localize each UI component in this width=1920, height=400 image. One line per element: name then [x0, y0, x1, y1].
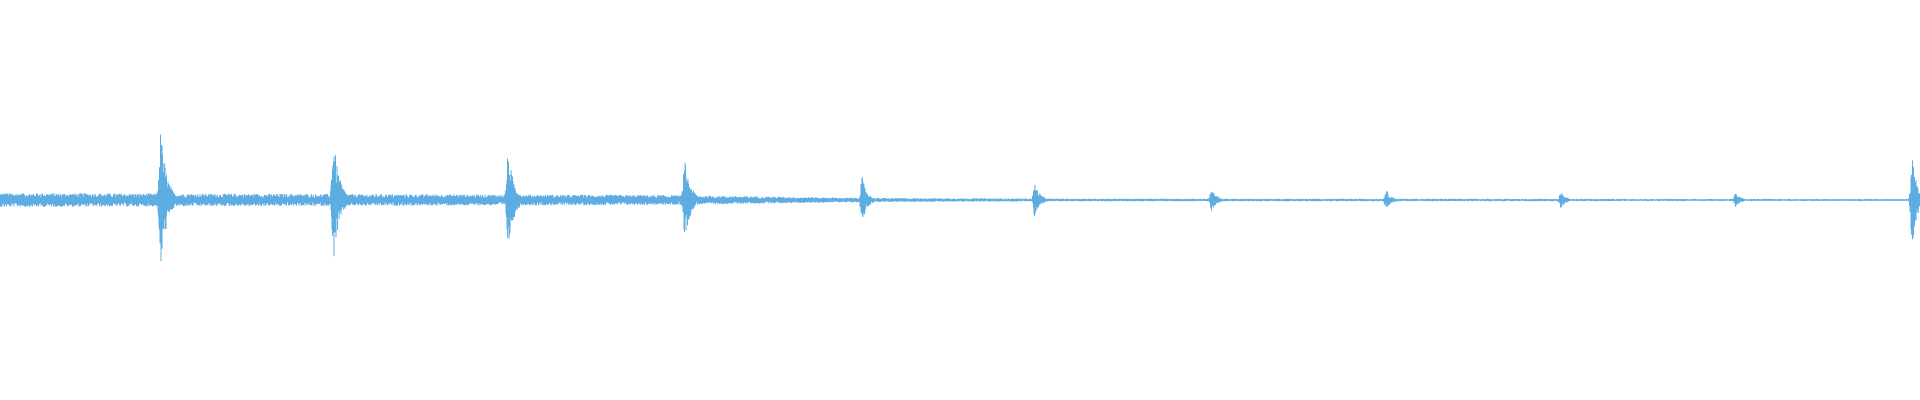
- waveform-trace: [0, 134, 1920, 262]
